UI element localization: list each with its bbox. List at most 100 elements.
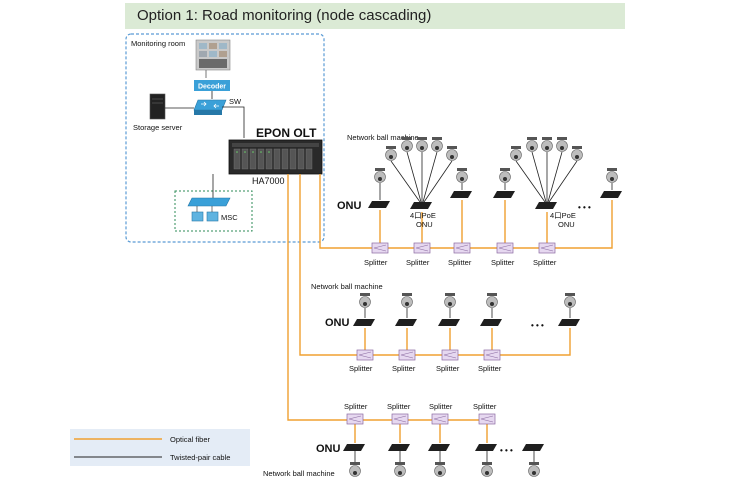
onu-icon — [410, 202, 432, 209]
switch-icon — [193, 99, 227, 115]
splitter-icon — [431, 413, 449, 425]
msc-label: MSC — [221, 213, 238, 222]
camera-icon — [510, 146, 522, 161]
section3-ellipsis: • • • — [500, 446, 513, 455]
splitter-label: Splitter — [344, 402, 368, 411]
camera-icon — [349, 462, 361, 477]
camera-icon — [374, 168, 386, 183]
camera-icon — [401, 137, 413, 152]
onu-icon — [493, 191, 515, 198]
splitter-label: Splitter — [387, 402, 411, 411]
camera-icon — [541, 137, 553, 152]
poe-onu-label-2a: 4口PoE — [550, 211, 576, 220]
splitter-label: Splitter — [406, 258, 430, 267]
diagram-title: Option 1: Road monitoring (node cascadin… — [137, 7, 432, 24]
monitoring-room-box — [125, 33, 325, 243]
onu-icon — [395, 319, 417, 326]
onu-icon — [343, 444, 365, 451]
server-icon — [149, 93, 166, 120]
olt-model-label: HA7000 — [252, 176, 285, 186]
onu-icon — [428, 444, 450, 451]
splitter-label: Splitter — [448, 258, 472, 267]
section3-onu-label: ONU — [316, 443, 341, 455]
splitter-label: Splitter — [491, 258, 515, 267]
section1-onu-label: ONU — [337, 200, 362, 212]
camera-icon — [571, 146, 583, 161]
decoder-label: Decoder — [198, 84, 226, 91]
splitter-icon — [483, 349, 501, 361]
camera-icon — [446, 146, 458, 161]
onu-icon — [600, 191, 622, 198]
camera-icon — [486, 293, 498, 308]
onu-icon — [353, 319, 375, 326]
camera-icon — [444, 293, 456, 308]
section3-camera-label: Network ball machine — [263, 469, 335, 478]
camera-icon — [431, 137, 443, 152]
decoder-icon: Decoder — [194, 80, 230, 91]
olt-chassis-icon — [228, 139, 323, 175]
section2-camera-label: Network ball machine — [311, 282, 383, 291]
onu-icon — [535, 202, 557, 209]
onu-icon — [480, 319, 502, 326]
splitter-icon — [538, 242, 556, 254]
splitter-icon — [496, 242, 514, 254]
camera-icon — [499, 168, 511, 183]
section2-onu-label: ONU — [325, 317, 350, 329]
splitter-label: Splitter — [429, 402, 453, 411]
splitter-label: Splitter — [349, 364, 373, 373]
camera-icon — [556, 137, 568, 152]
onu-icon — [475, 444, 497, 451]
splitter-label: Splitter — [364, 258, 388, 267]
camera-icon — [456, 168, 468, 183]
splitter-icon — [391, 413, 409, 425]
onu-icon — [438, 319, 460, 326]
camera-icon — [416, 137, 428, 152]
splitter-label: Splitter — [392, 364, 416, 373]
camera-icon — [434, 462, 446, 477]
onu-icon — [450, 191, 472, 198]
poe-onu-label-1a: 4口PoE — [410, 211, 436, 220]
legend: Optical fiber Twisted-pair cable — [70, 429, 250, 466]
camera-icon — [394, 462, 406, 477]
legend-fiber-label: Optical fiber — [170, 435, 211, 444]
epon-olt-label: EPON OLT — [256, 126, 317, 140]
onu-icon — [388, 444, 410, 451]
camera-icon — [564, 293, 576, 308]
splitter-label: Splitter — [473, 402, 497, 411]
splitter-icon — [346, 413, 364, 425]
msc-icon — [187, 197, 231, 222]
monitoring-room-label: Monitoring room — [131, 39, 185, 48]
splitter-icon — [413, 242, 431, 254]
poe-onu-label-2b: ONU — [558, 220, 575, 229]
msc-box — [174, 190, 253, 232]
camera-icon — [526, 137, 538, 152]
legend-cable-label: Twisted-pair cable — [170, 453, 230, 462]
onu-icon — [522, 444, 544, 451]
section2-ellipsis: • • • — [531, 321, 544, 330]
splitter-label: Splitter — [436, 364, 460, 373]
monitor-wall-icon — [195, 39, 231, 78]
splitter-icon — [356, 349, 374, 361]
camera-icon — [401, 293, 413, 308]
sw-label: SW — [229, 97, 242, 106]
splitter-icon — [398, 349, 416, 361]
section1-camera-label: Network ball machine — [347, 133, 419, 142]
splitter-label: Splitter — [533, 258, 557, 267]
splitter-label: Splitter — [478, 364, 502, 373]
camera-icon — [359, 293, 371, 308]
onu-icon — [368, 201, 390, 208]
storage-server-label: Storage server — [133, 123, 183, 132]
poe-onu-label-1b: ONU — [416, 220, 433, 229]
splitter-icon — [371, 242, 389, 254]
title-bar: Option 1: Road monitoring (node cascadin… — [125, 3, 625, 29]
camera-icon — [385, 146, 397, 161]
splitter-icon — [478, 413, 496, 425]
splitter-icon — [441, 349, 459, 361]
section1-ellipsis: • • • — [578, 203, 591, 212]
camera-icon — [481, 462, 493, 477]
splitter-icon — [453, 242, 471, 254]
camera-icon — [606, 168, 618, 183]
onu-icon — [558, 319, 580, 326]
camera-icon — [528, 462, 540, 477]
